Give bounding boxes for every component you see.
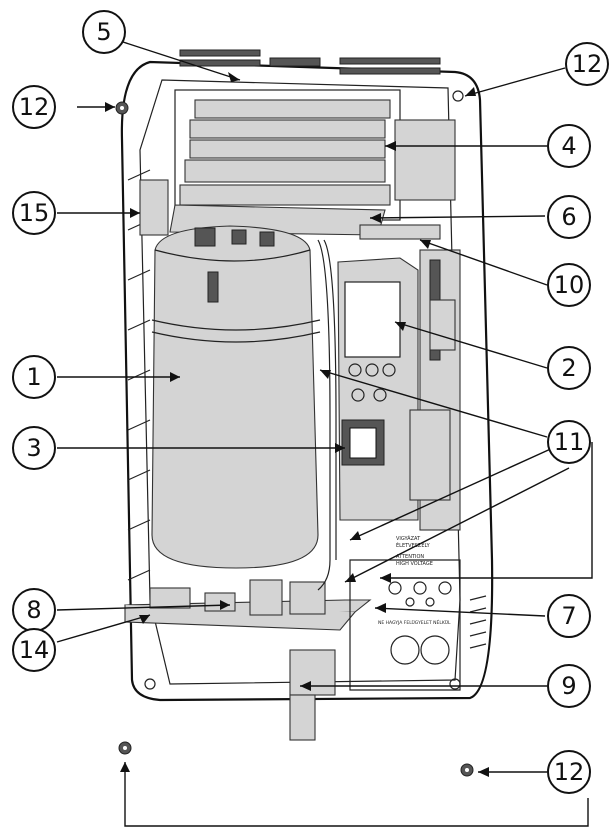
tank-pipe — [317, 239, 331, 591]
callout-15: 15 — [12, 191, 56, 235]
panel-text-2: ÉLETVESZÉLY — [396, 541, 431, 549]
callout-5: 5 — [82, 10, 126, 54]
callout-8: 8 — [12, 588, 56, 632]
base-text: NE HAGYJA FELÜGYELET NÉLKÜL — [378, 618, 451, 626]
leader-lines — [56, 41, 593, 827]
callout-4: 4 — [547, 124, 591, 168]
callout-1: 1 — [12, 355, 56, 399]
callout-4-label: 4 — [561, 132, 577, 160]
panel-text-4: HIGH VOLTAGE — [396, 561, 433, 567]
lower-right-area — [349, 559, 461, 691]
callout-9: 9 — [547, 664, 591, 708]
callout-10: 10 — [547, 263, 591, 307]
callout-5-label: 5 — [96, 18, 112, 46]
callout-1-label: 1 — [26, 363, 42, 391]
callout-8-label: 8 — [26, 596, 42, 624]
manifold — [359, 224, 441, 240]
screw-bottom-left — [144, 678, 156, 690]
callout-12-label: 12 — [571, 50, 603, 78]
callout-14-label: 14 — [18, 636, 50, 664]
loose-screw-top-left — [115, 101, 129, 115]
callout-12-bottom-right: 12 — [547, 750, 591, 794]
callout-9-label: 9 — [561, 672, 577, 700]
callout-15-label: 15 — [18, 199, 50, 227]
control-unit — [337, 257, 419, 521]
top-vent-slots — [179, 49, 441, 75]
heater-tank — [151, 225, 321, 569]
loose-screw-bottom-left — [118, 741, 132, 755]
callout-6-label: 6 — [561, 203, 577, 231]
callout-12-label: 12 — [18, 93, 50, 121]
screw-bottom-right — [449, 678, 461, 690]
callout-2: 2 — [547, 346, 591, 390]
callout-6: 6 — [547, 195, 591, 239]
right-vent-slots — [469, 595, 487, 649]
panel-text-3: ATTENTION — [396, 554, 424, 560]
top-right-module — [394, 119, 456, 201]
tank-pipe-2 — [323, 239, 337, 560]
heat-exchanger — [174, 89, 401, 221]
callout-2-label: 2 — [561, 354, 577, 382]
loose-screw-bottom-right — [460, 763, 474, 777]
callout-12-top-left: 12 — [12, 85, 56, 129]
callout-3-label: 3 — [26, 434, 42, 462]
left-wall-ribs — [127, 169, 151, 581]
callout-10-label: 10 — [553, 271, 585, 299]
callout-12-label: 12 — [553, 758, 585, 786]
callout-11-label: 11 — [553, 428, 585, 456]
callout-14: 14 — [12, 628, 56, 672]
circuit-board — [409, 249, 461, 531]
panel-text-1: VIGYÁZAT — [396, 535, 421, 542]
outlet-pipe — [289, 649, 336, 741]
callout-12-top-right: 12 — [565, 42, 609, 86]
arrowheads — [105, 72, 489, 777]
callout-3: 3 — [12, 426, 56, 470]
callout-11: 11 — [547, 420, 591, 464]
callout-7-label: 7 — [561, 602, 577, 630]
left-clip — [139, 179, 169, 236]
screw-top-right — [452, 90, 464, 102]
callout-7: 7 — [547, 594, 591, 638]
